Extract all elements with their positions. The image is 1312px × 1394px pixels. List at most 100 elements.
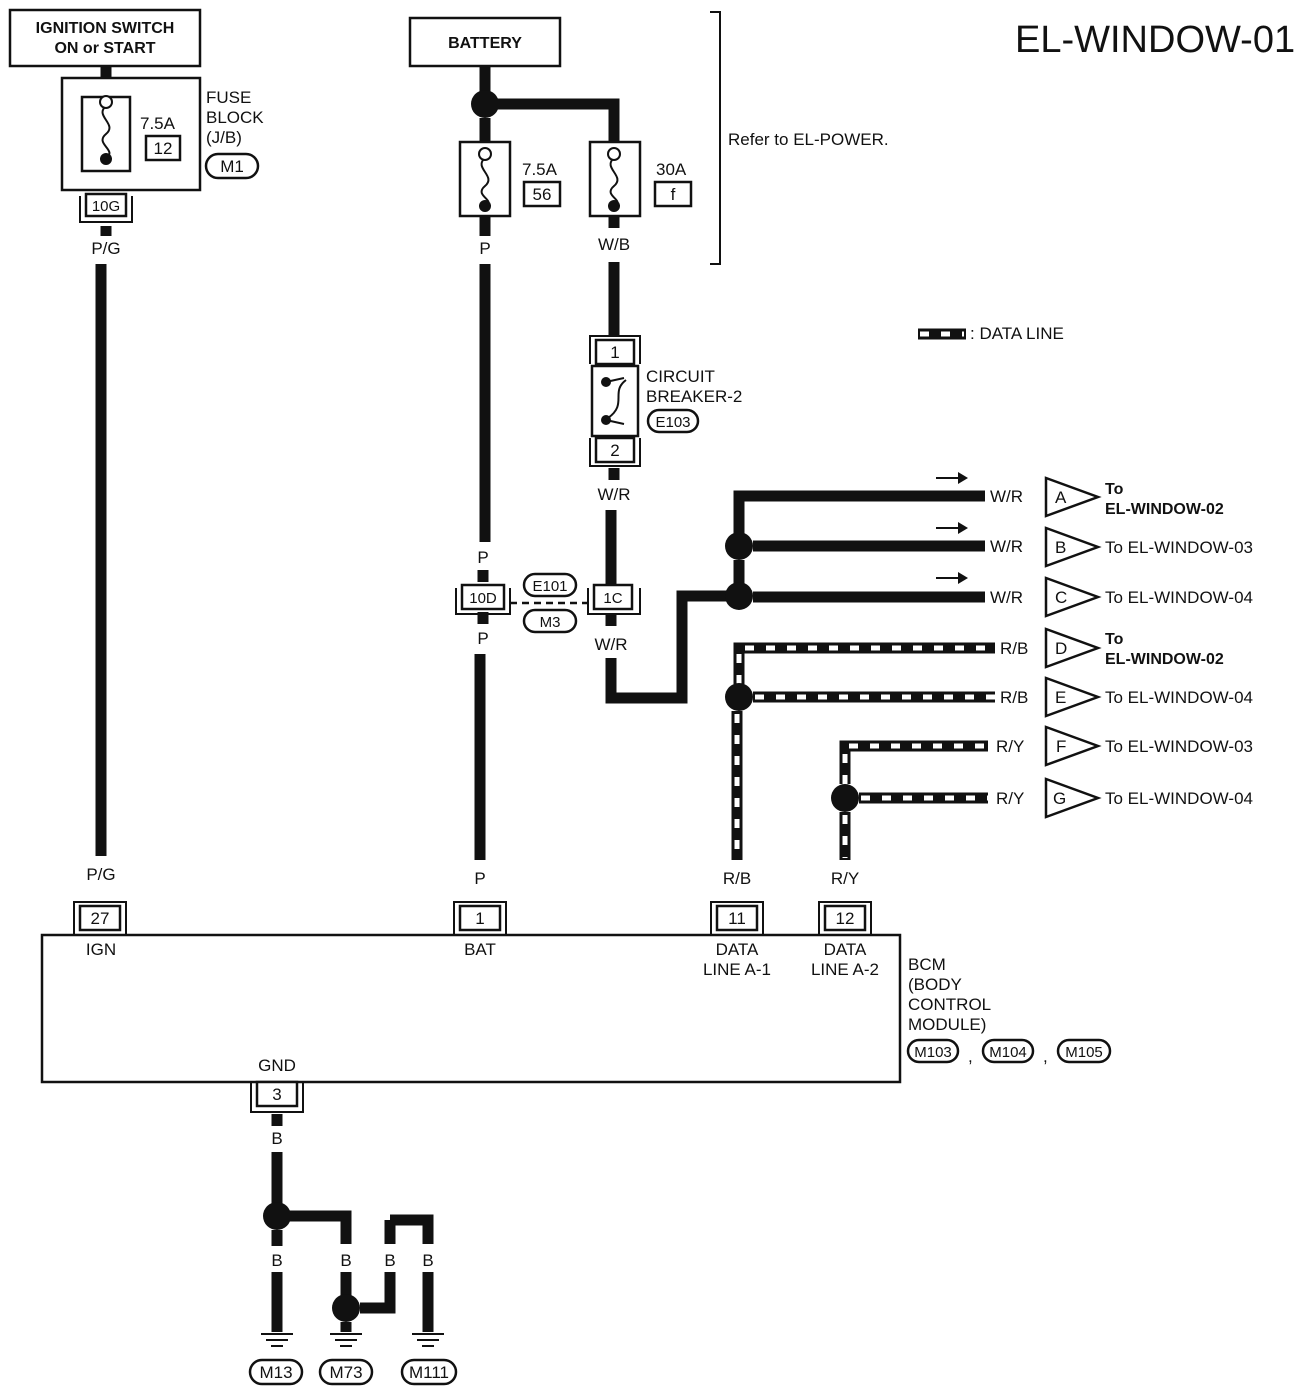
output-f-letter: F bbox=[1056, 737, 1066, 756]
output-a-dest-2: EL-WINDOW-02 bbox=[1105, 501, 1224, 518]
fuse-f-number: f bbox=[671, 185, 676, 204]
wire-label-ry-bottom: R/Y bbox=[831, 869, 859, 888]
wire-label-gnd-b1: B bbox=[271, 1251, 282, 1270]
output-d-dest-1: To bbox=[1105, 631, 1124, 648]
joint-connector-conn-top: E101 bbox=[532, 578, 567, 595]
bcm-connector-m104: M104 bbox=[989, 1044, 1027, 1061]
output-f-wire: R/Y bbox=[996, 737, 1024, 756]
ground-symbol-m111: M111 bbox=[400, 1333, 458, 1386]
refer-note: Refer to EL-POWER. bbox=[728, 130, 889, 149]
circuit-breaker-connector: E103 bbox=[655, 414, 690, 431]
wire-label-wr-cb: W/R bbox=[597, 485, 630, 504]
joint-connector-left-pin: 10D bbox=[469, 590, 497, 607]
ground-label-m13: M13 bbox=[259, 1363, 292, 1382]
fuse-block-rating: 7.5A bbox=[140, 114, 176, 133]
fuse-block-number: 12 bbox=[154, 139, 173, 158]
wire-label-p-bottom: P bbox=[474, 869, 485, 888]
output-g-letter: G bbox=[1053, 789, 1066, 808]
ground-label-m73: M73 bbox=[329, 1363, 362, 1382]
output-c-dest: To EL-WINDOW-04 bbox=[1105, 588, 1253, 607]
fuse-block-label-2: BLOCK bbox=[206, 108, 264, 127]
circuit-breaker-pin-top: 1 bbox=[610, 343, 619, 362]
output-b-letter: B bbox=[1055, 538, 1066, 557]
joint-connector-conn-bottom: M3 bbox=[540, 614, 561, 631]
wire-label-pg-top: P/G bbox=[91, 239, 120, 258]
output-b: W/R B To EL-WINDOW-03 bbox=[990, 526, 1253, 568]
bcm-label-2: (BODY bbox=[908, 975, 962, 994]
bcm-pin-dl2: 12 bbox=[836, 909, 855, 928]
bcm-pin-ign: 27 bbox=[91, 909, 110, 928]
output-a-wire: W/R bbox=[990, 487, 1023, 506]
output-a-dest-1: To bbox=[1105, 481, 1124, 498]
data-line-legend: : DATA LINE bbox=[918, 324, 1064, 343]
fuse-56: 7.5A 56 bbox=[458, 140, 562, 218]
bcm-label-1: BCM bbox=[908, 955, 946, 974]
bcm-label-bat: BAT bbox=[464, 940, 496, 959]
output-e-letter: E bbox=[1055, 688, 1066, 707]
wire-label-p-top: P bbox=[479, 239, 490, 258]
wire-label-p-mid: P bbox=[477, 548, 488, 567]
fuse-56-rating: 7.5A bbox=[522, 160, 558, 179]
ignition-switch-label-1: IGNITION SWITCH bbox=[36, 20, 175, 37]
bcm-label-dl2-a: DATA bbox=[824, 940, 867, 959]
ground-symbol-m73: M73 bbox=[318, 1333, 374, 1386]
bcm-label-dl1-b: LINE A-1 bbox=[703, 960, 771, 979]
circuit-breaker-label-2: BREAKER-2 bbox=[646, 387, 742, 406]
output-d: R/B D To EL-WINDOW-02 bbox=[1000, 627, 1224, 669]
ignition-switch: IGNITION SWITCH ON or START bbox=[8, 8, 202, 68]
bcm-label-dl1-a: DATA bbox=[716, 940, 759, 959]
bcm-label-4: MODULE) bbox=[908, 1015, 986, 1034]
wire-label-wb: W/B bbox=[598, 235, 630, 254]
circuit-breaker-pin-bottom: 2 bbox=[610, 441, 619, 460]
battery-label: BATTERY bbox=[448, 35, 522, 52]
bcm-connector-sep-2: , bbox=[1043, 1047, 1048, 1066]
bcm: 27 IGN 1 BAT 11 DATA LINE A-1 12 DATA LI… bbox=[40, 901, 1112, 1113]
ignition-switch-label-2: ON or START bbox=[54, 40, 155, 57]
bcm-pin-gnd: 3 bbox=[272, 1085, 281, 1104]
output-f-dest: To EL-WINDOW-03 bbox=[1105, 737, 1253, 756]
output-c-letter: C bbox=[1055, 588, 1067, 607]
bcm-label-dl2-b: LINE A-2 bbox=[811, 960, 879, 979]
output-g: R/Y G To EL-WINDOW-04 bbox=[996, 777, 1253, 819]
fuse-f-rating: 30A bbox=[656, 160, 687, 179]
output-d-dest-2: EL-WINDOW-02 bbox=[1105, 651, 1224, 668]
wire-label-pg-bottom: P/G bbox=[86, 865, 115, 884]
wire-label-p-lower: P bbox=[477, 629, 488, 648]
output-e-dest: To EL-WINDOW-04 bbox=[1105, 688, 1253, 707]
circuit-breaker-label-1: CIRCUIT bbox=[646, 367, 715, 386]
wire-label-rb-bottom: R/B bbox=[723, 869, 751, 888]
wire-label-gnd-b2: B bbox=[340, 1251, 351, 1270]
joint-connector-right-pin: 1C bbox=[603, 590, 622, 607]
wire-label-gnd-b: B bbox=[271, 1129, 282, 1148]
joint-connector: 10D 1C E101 M3 bbox=[455, 572, 641, 634]
fuse-f: 30A f bbox=[588, 140, 693, 218]
data-line-legend-label: : DATA LINE bbox=[970, 324, 1064, 343]
diagram-title: EL-WINDOW-01 bbox=[1015, 19, 1295, 61]
output-g-wire: R/Y bbox=[996, 789, 1024, 808]
fuse-block-label-1: FUSE bbox=[206, 88, 251, 107]
battery: BATTERY bbox=[408, 16, 562, 68]
bcm-connector-m103: M103 bbox=[914, 1044, 952, 1061]
ground-label-m111: M111 bbox=[409, 1363, 449, 1382]
fuse-block-terminal: 10G bbox=[92, 198, 120, 215]
ground-symbol-m13: M13 bbox=[248, 1333, 304, 1386]
output-c: W/R C To EL-WINDOW-04 bbox=[990, 576, 1253, 618]
bcm-label-ign: IGN bbox=[86, 940, 116, 959]
output-f: R/Y F To EL-WINDOW-03 bbox=[996, 725, 1253, 767]
output-e-wire: R/B bbox=[1000, 688, 1028, 707]
bcm-connector-m105: M105 bbox=[1065, 1044, 1103, 1061]
output-a-letter: A bbox=[1055, 488, 1067, 507]
bcm-pin-bat: 1 bbox=[475, 909, 484, 928]
output-a: W/R A To EL-WINDOW-02 bbox=[990, 476, 1224, 518]
output-b-dest: To EL-WINDOW-03 bbox=[1105, 538, 1253, 557]
fuse-56-number: 56 bbox=[533, 185, 552, 204]
output-e: R/B E To EL-WINDOW-04 bbox=[1000, 676, 1253, 718]
fuse-block-connector: M1 bbox=[220, 157, 244, 176]
output-d-wire: R/B bbox=[1000, 639, 1028, 658]
bcm-label-3: CONTROL bbox=[908, 995, 991, 1014]
circuit-breaker-2: 1 2 CIRCUIT BREAKER-2 E103 bbox=[589, 335, 742, 467]
output-b-wire: W/R bbox=[990, 537, 1023, 556]
wire-label-wr-jc: W/R bbox=[594, 635, 627, 654]
bcm-label-gnd: GND bbox=[258, 1056, 296, 1075]
